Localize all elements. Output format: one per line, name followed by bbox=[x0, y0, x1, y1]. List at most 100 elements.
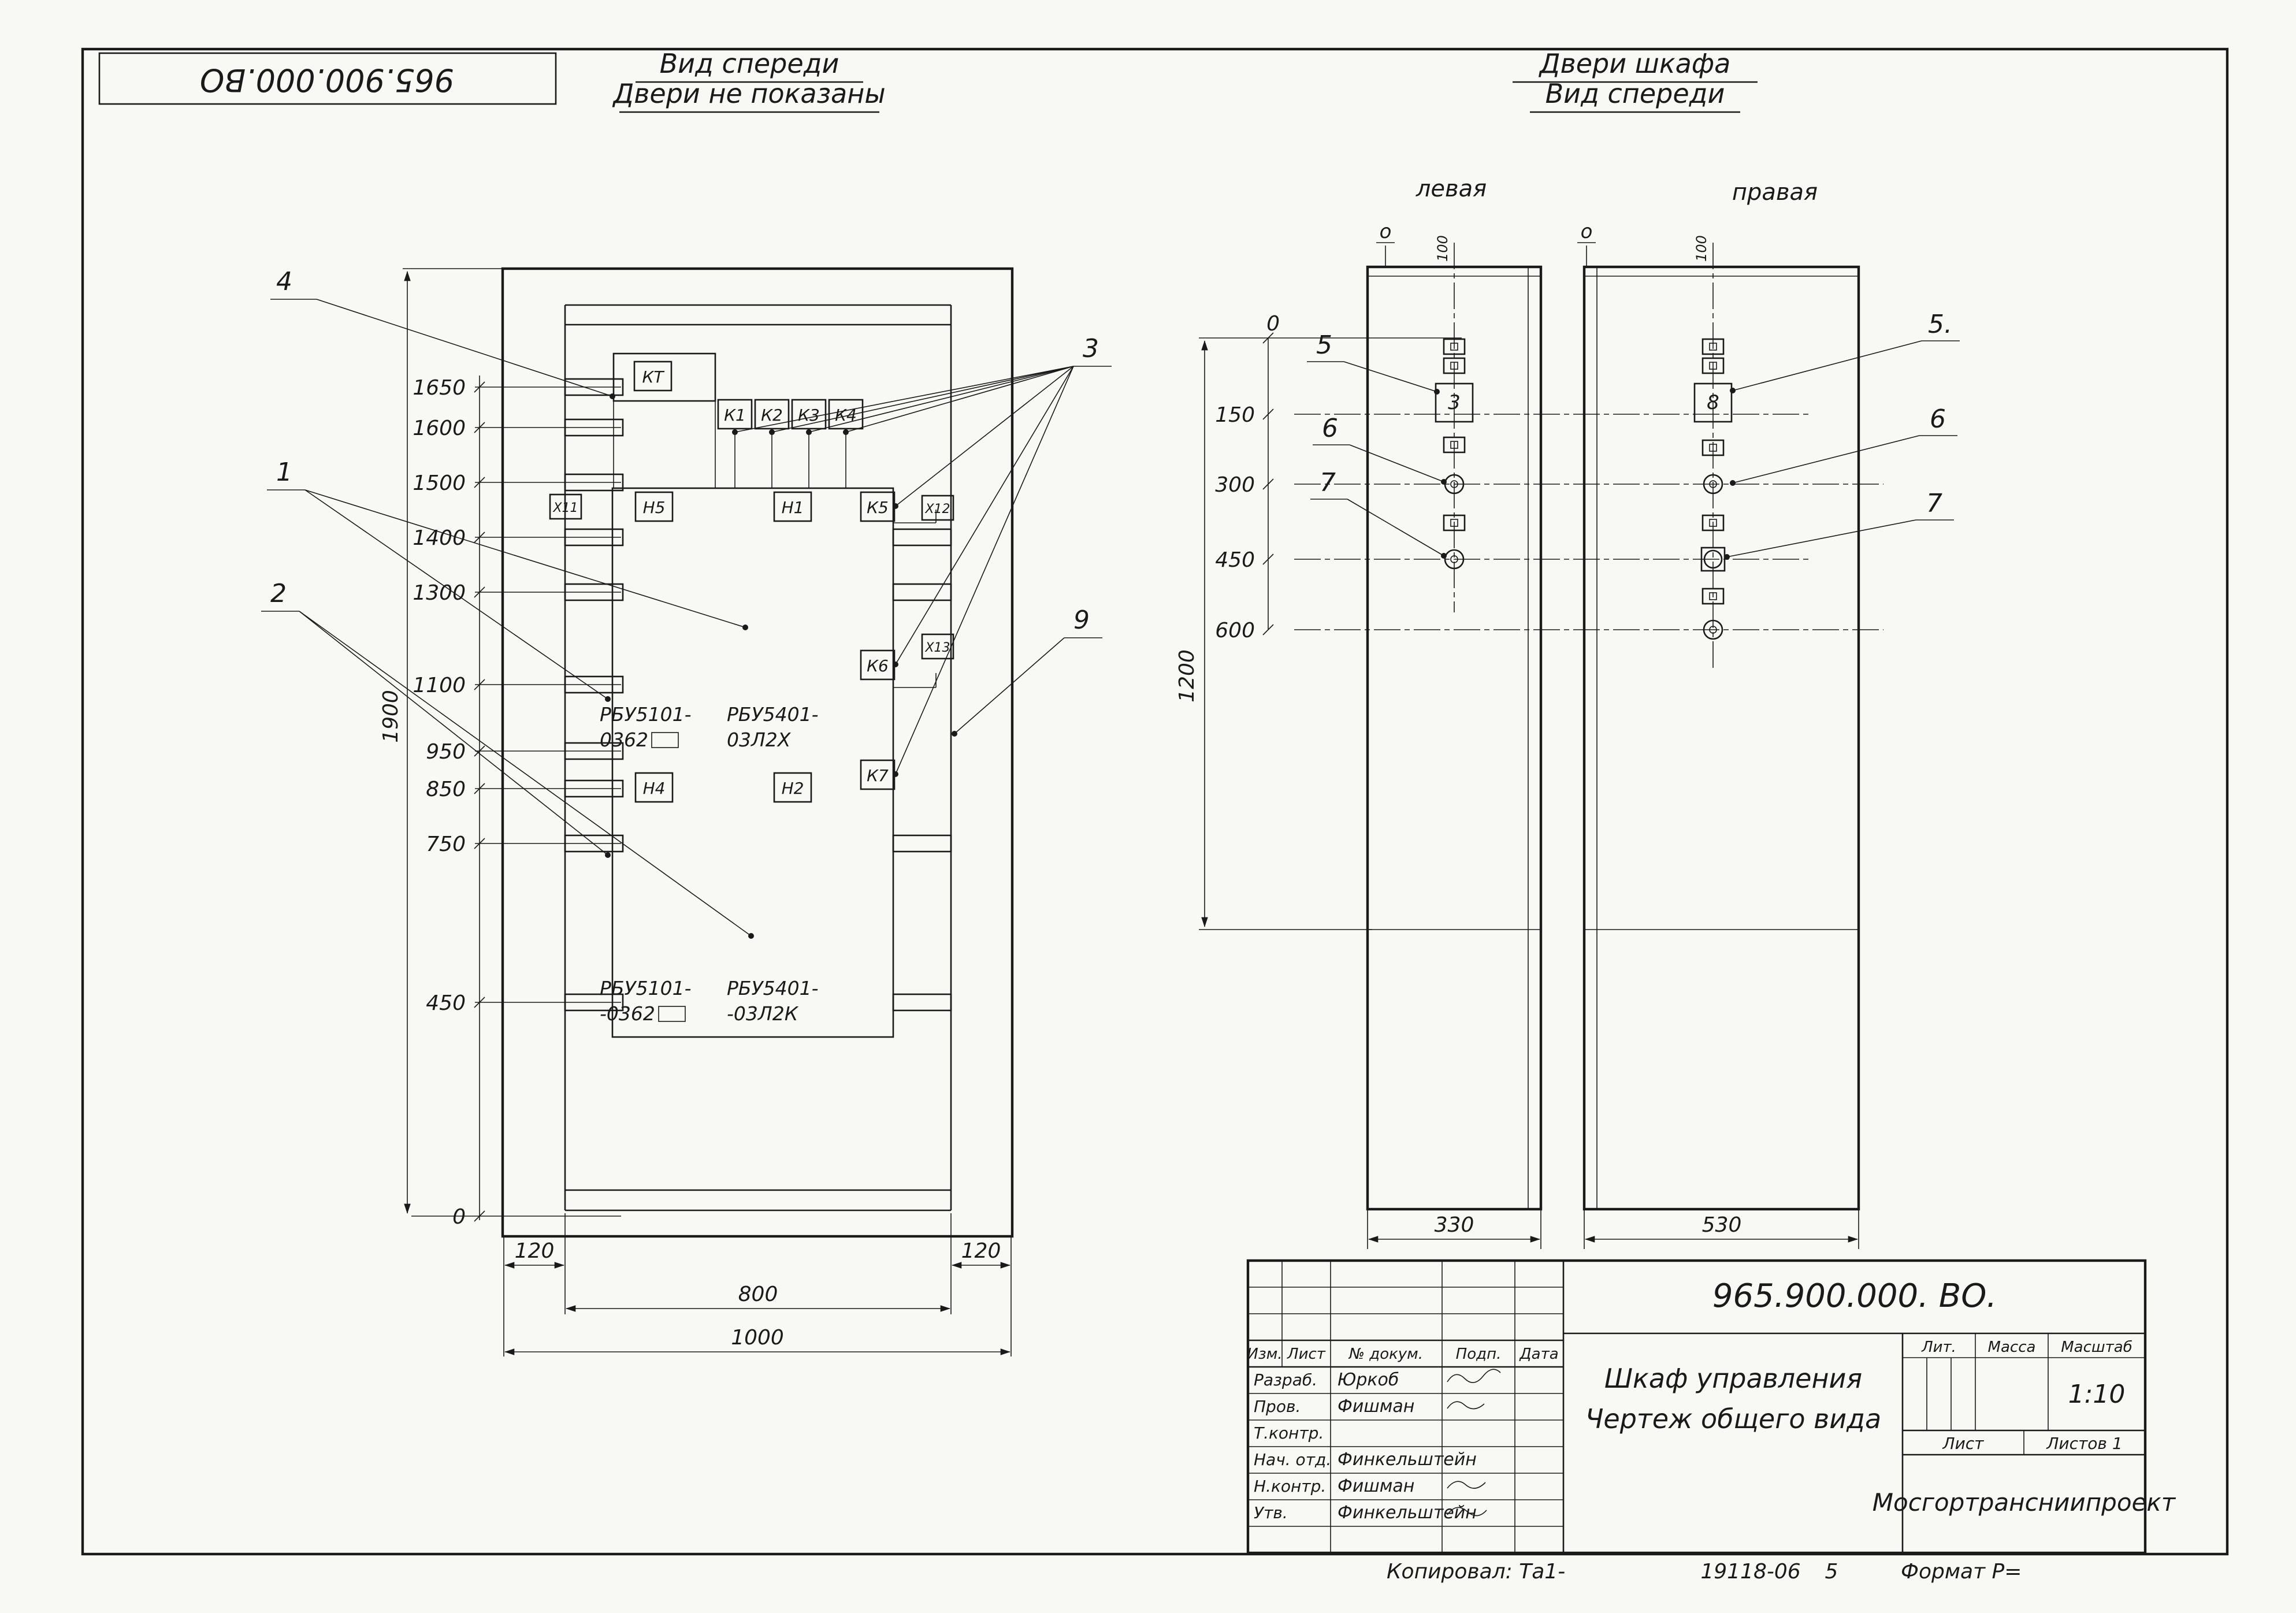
door-left-zero-mark: о bbox=[1380, 220, 1392, 243]
doors-dim-1200: 1200 bbox=[1175, 649, 1199, 703]
doors-view-title: Двери шкафа Вид спереди левая правая bbox=[1416, 48, 1818, 206]
tb-masshtab-label: Масштаб bbox=[2061, 1339, 2132, 1356]
signature-nkontr bbox=[1447, 1481, 1486, 1489]
callout-2: 2 bbox=[270, 579, 287, 608]
tb-scale-value: 1:10 bbox=[2068, 1380, 2126, 1409]
callout-6-right: 6 bbox=[1930, 404, 1946, 434]
front-view-title-line2: Двери не показаны bbox=[612, 78, 885, 109]
tb-organization: Мосгортрансниипроект bbox=[1873, 1488, 2176, 1517]
doors-row-dimensions: 0 150 300 450 600 1200 bbox=[1175, 312, 1372, 930]
rbu-labels: РБУ5101- 0362 РБУ5401- 03Л2Х РБУ5101- -0… bbox=[600, 703, 819, 1025]
rbu-bot-center-line1: РБУ5401- bbox=[727, 977, 819, 999]
components-k6-x13: К6 Х13 bbox=[860, 633, 954, 681]
rbu-bot-center-line2: -03Л2К bbox=[727, 1002, 799, 1025]
door-row-centerlines bbox=[1199, 337, 1883, 630]
component-k4-label: К4 bbox=[835, 406, 857, 425]
rbu-top-left-line2: 0362 bbox=[600, 729, 648, 751]
footer-kopiroval: Копировал: Та1- bbox=[1387, 1560, 1565, 1584]
doors-dim-450: 450 bbox=[1215, 548, 1255, 572]
rbu-top-left-line1: РБУ5101- bbox=[600, 703, 692, 726]
tb-header-list: Лист bbox=[1287, 1346, 1326, 1363]
dim-1300: 1300 bbox=[413, 581, 466, 605]
tb-name-nachotd: Финкельштейн bbox=[1338, 1450, 1477, 1470]
components-mid-row: Х11 Н5 Н1 К5 Х12 bbox=[549, 491, 954, 522]
tb-header-izm: Изм. bbox=[1247, 1346, 1282, 1363]
front-callouts: 4 1 2 3 9 bbox=[261, 267, 1112, 939]
doors-callouts: 5 6 7 5. 6 7 bbox=[1307, 310, 1960, 560]
component-k3-label: К3 bbox=[798, 406, 820, 425]
components-k1-k4: К1 К2 К3 К4 bbox=[717, 399, 864, 488]
title-block: Изм. Лист № докум. Подп. Дата Разраб. Юр… bbox=[1246, 1259, 2176, 1555]
dim-1100: 1100 bbox=[413, 674, 466, 697]
dim-1600: 1600 bbox=[413, 417, 466, 440]
door-right-components: 8 bbox=[1693, 338, 1733, 640]
tb-header-podp: Подп. bbox=[1456, 1346, 1502, 1363]
component-k2-label: К2 bbox=[761, 406, 783, 425]
tb-list-label: Лист bbox=[1942, 1434, 1985, 1453]
footer-format: Формат Р= bbox=[1901, 1560, 2022, 1584]
door-centerlines: о о 100 100 bbox=[1376, 220, 1714, 670]
tb-lit-label: Лит. bbox=[1921, 1339, 1956, 1356]
doors-dim-150: 150 bbox=[1215, 403, 1255, 427]
callout-1: 1 bbox=[276, 458, 292, 487]
tb-role-prov: Пров. bbox=[1254, 1397, 1301, 1416]
callout-9: 9 bbox=[1073, 605, 1090, 635]
sheet-footer: Копировал: Та1- 19118-06 5 Формат Р= bbox=[1387, 1560, 2022, 1584]
component-k1-label: К1 bbox=[724, 406, 746, 425]
dim-1400: 1400 bbox=[413, 526, 466, 550]
signature-razrab bbox=[1447, 1369, 1501, 1383]
dim-1900: 1900 bbox=[379, 690, 403, 743]
tb-product-name: Шкаф управления bbox=[1604, 1363, 1862, 1394]
callout-5-right: 5. bbox=[1928, 310, 1952, 339]
door-right-offset: 100 bbox=[1693, 235, 1710, 262]
dim-950: 950 bbox=[426, 740, 466, 764]
door-left-components: 3 bbox=[1435, 338, 1474, 570]
dim-1650: 1650 bbox=[413, 376, 466, 400]
dim-800: 800 bbox=[738, 1283, 778, 1306]
dim-330: 330 bbox=[1435, 1213, 1474, 1237]
front-view-title: Вид спереди Двери не показаны bbox=[612, 48, 886, 113]
component-h1-label: Н1 bbox=[782, 498, 804, 517]
component-h5-label: Н5 bbox=[643, 498, 666, 517]
front-width-dimensions: 120 120 800 1000 bbox=[503, 1213, 1012, 1356]
callout-7-left: 7 bbox=[1320, 468, 1336, 497]
tb-role-nkontr: Н.контр. bbox=[1254, 1477, 1326, 1496]
tb-name-utv: Финкельштейн bbox=[1338, 1503, 1477, 1523]
footer-sheet-number: 5 bbox=[1825, 1560, 1838, 1584]
tb-massa-label: Масса bbox=[1988, 1339, 2036, 1356]
callout-4: 4 bbox=[276, 267, 292, 296]
right-door-label: правая bbox=[1732, 179, 1818, 206]
tb-role-razrab: Разраб. bbox=[1254, 1370, 1317, 1389]
rbu-bot-left-line2: -0362 bbox=[600, 1002, 655, 1025]
component-k5-label: К5 bbox=[867, 498, 889, 517]
tb-listov-label: Листов 1 bbox=[2046, 1434, 2122, 1453]
dim-120-left: 120 bbox=[515, 1239, 555, 1263]
cabinet-left-rails bbox=[564, 378, 624, 1012]
rbu-top-center-line2: 03Л2Х bbox=[727, 729, 792, 751]
tb-header-data: Дата bbox=[1519, 1346, 1558, 1363]
dim-530: 530 bbox=[1702, 1213, 1742, 1237]
doors-dim-300: 300 bbox=[1215, 473, 1255, 497]
doors-dim-zero: 0 bbox=[1266, 312, 1280, 336]
flipped-doc-number: 965.900.000.ВО bbox=[200, 62, 454, 98]
signature-utv bbox=[1447, 1507, 1487, 1517]
doors-title-line1: Двери шкафа bbox=[1539, 48, 1731, 79]
tb-role-utv: Утв. bbox=[1254, 1503, 1288, 1522]
callout-3: 3 bbox=[1083, 334, 1099, 363]
door-right bbox=[1582, 265, 1860, 1211]
component-h2-label: Н2 bbox=[782, 779, 804, 798]
dim-750: 750 bbox=[426, 832, 466, 856]
doors-width-dimensions: 330 530 bbox=[1367, 1210, 1859, 1249]
door-left-offset: 100 bbox=[1435, 235, 1451, 262]
tb-name-prov: Фишман bbox=[1338, 1396, 1414, 1417]
callout-5-left: 5 bbox=[1316, 330, 1332, 360]
cabinet-outline bbox=[501, 267, 1014, 1238]
doors-title-line2: Вид спереди bbox=[1545, 78, 1725, 109]
tb-doc-type: Чертеж общего вида bbox=[1585, 1403, 1881, 1434]
dim-120-right: 120 bbox=[961, 1239, 1001, 1263]
footer-code: 19118-06 bbox=[1700, 1560, 1800, 1584]
component-k7-label: К7 bbox=[867, 766, 889, 785]
tb-name-nkontr: Фишман bbox=[1338, 1476, 1414, 1496]
tb-name-razrab: Юркоб bbox=[1338, 1370, 1399, 1390]
mounting-plate bbox=[611, 487, 894, 1038]
